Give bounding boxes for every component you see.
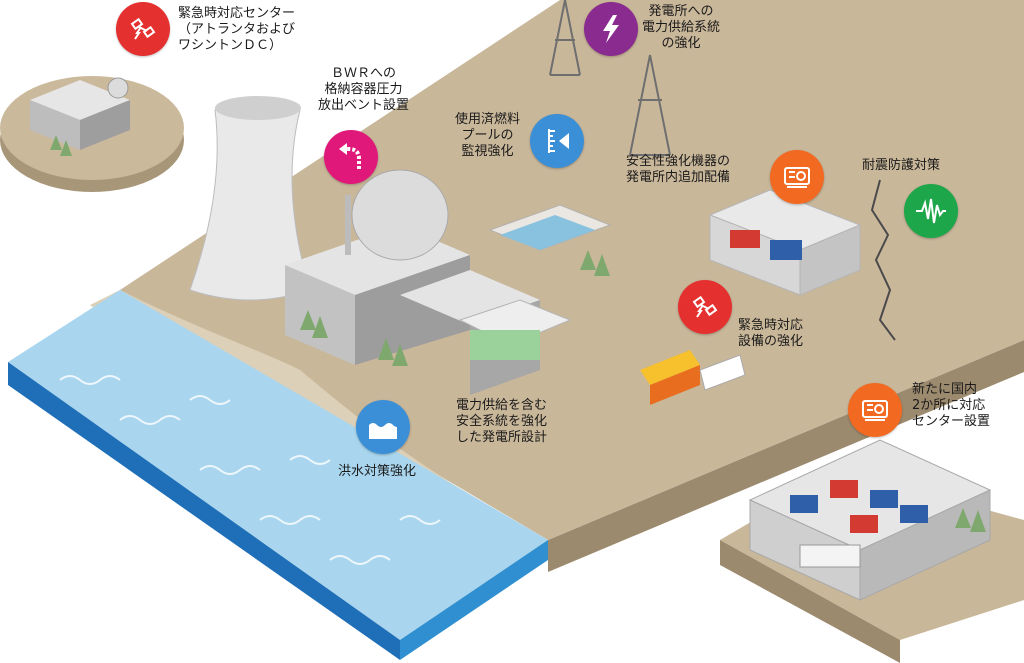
satellite-icon xyxy=(692,295,718,318)
ground-plateau xyxy=(120,0,1024,540)
emergency-equipment-badge xyxy=(678,280,732,334)
generator-icon xyxy=(862,400,888,421)
sea-side xyxy=(400,540,548,660)
bwr-vent-badge xyxy=(324,130,378,184)
cooling-tower-top xyxy=(215,96,301,120)
trees xyxy=(50,135,986,532)
ground-side xyxy=(548,340,1024,572)
waves xyxy=(59,375,441,565)
emergency-center-label: 緊急時対応センター （アトランタおよび ワシントンＤＣ） xyxy=(178,6,296,53)
power-supply-badge xyxy=(584,2,638,56)
transmission-towers xyxy=(549,0,671,156)
safety-design-label: 電力供給を含む 安全系統を強化 した発電所設計 xyxy=(456,398,548,445)
regional-centers-badge xyxy=(848,383,902,437)
vent-arrow-icon xyxy=(339,143,361,169)
generator-icon xyxy=(784,167,810,188)
reactor-building xyxy=(285,169,540,395)
seismic-label: 耐震防護対策 xyxy=(862,158,941,173)
seismograph-icon xyxy=(916,198,946,224)
flood-wave-icon xyxy=(369,423,397,439)
equipment-building xyxy=(708,189,862,296)
emergency-center-badge xyxy=(116,2,170,56)
sea-surface xyxy=(8,290,548,640)
power-supply-label: 発電所への 電力供給系統 の強化 xyxy=(642,4,721,51)
regional-equipment xyxy=(790,480,928,568)
bwr-vent-label: ＢＷＲへの 格納容器圧力 放出ベント設置 xyxy=(318,66,410,113)
spent-fuel-label: 使用済燃料 プールの 監視強化 xyxy=(455,112,521,159)
fuel-pool-building xyxy=(488,204,612,251)
seismic-crack xyxy=(870,179,896,341)
center-building xyxy=(30,77,130,150)
emergency-equipment-label: 緊急時対応 設備の強化 xyxy=(738,318,804,349)
seismic-badge xyxy=(904,184,958,238)
sea-front xyxy=(8,362,400,660)
lightning-icon xyxy=(603,15,619,43)
safety-equipment-label: 安全性強化機器の 発電所内追加配備 xyxy=(626,154,731,185)
safety-system-box xyxy=(458,299,572,360)
water-level-gauge-icon xyxy=(548,129,569,153)
satellite-icon xyxy=(130,17,156,40)
emergency-vehicles xyxy=(640,350,746,405)
regional-slab-side xyxy=(720,540,900,663)
safety-equipment-badge xyxy=(770,150,824,204)
flood-label: 洪水対策強化 xyxy=(338,464,417,479)
flood-badge xyxy=(356,400,410,454)
spent-fuel-badge xyxy=(530,114,584,168)
regional-centers-label: 新たに国内 2か所に対応 センター設置 xyxy=(912,382,991,429)
